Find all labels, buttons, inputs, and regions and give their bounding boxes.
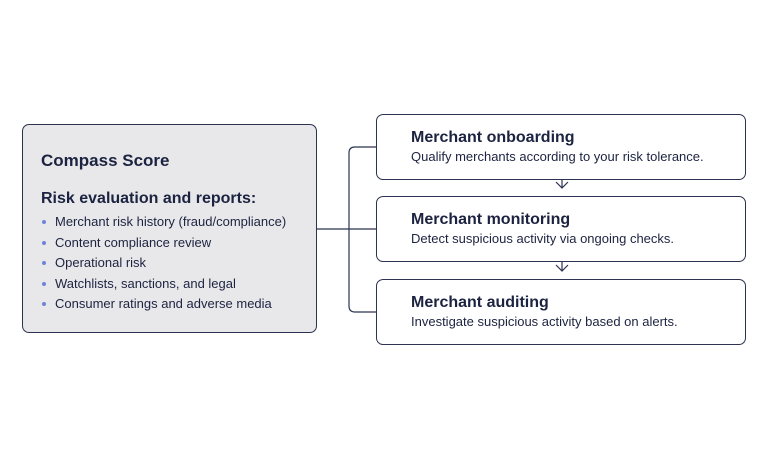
list-item-label: Operational risk	[55, 255, 147, 270]
list-item: Operational risk	[41, 253, 298, 274]
compass-score-panel: Compass Score Risk evaluation and report…	[22, 124, 317, 333]
step-title: Merchant onboarding	[411, 129, 575, 146]
bullet-icon	[42, 281, 46, 286]
step-description: Detect suspicious activity via ongoing c…	[411, 231, 675, 246]
list-item-label: Consumer ratings and adverse media	[55, 296, 272, 311]
risk-evaluation-heading: Risk evaluation and reports:	[41, 190, 257, 207]
list-item: Consumer ratings and adverse media	[41, 294, 298, 315]
bullet-icon	[42, 240, 46, 245]
step-description: Qualify merchants according to your risk…	[411, 149, 704, 164]
list-item: Merchant risk history (fraud/compliance)	[41, 212, 298, 233]
list-item-label: Watchlists, sanctions, and legal	[55, 275, 236, 291]
step-merchant-auditing: Merchant auditing Investigate suspicious…	[376, 279, 746, 345]
step-description: Investigate suspicious activity based on…	[411, 314, 678, 329]
compass-score-title: Compass Score	[41, 151, 170, 170]
step-title: Merchant auditing	[411, 294, 549, 311]
step-title: Merchant monitoring	[411, 211, 571, 228]
list-item-label: Content compliance review	[55, 234, 212, 250]
bullet-icon	[42, 220, 46, 224]
risk-evaluation-list: Merchant risk history (fraud/compliance)…	[41, 212, 298, 315]
bullet-icon	[42, 261, 46, 265]
list-item-label: Merchant risk history (fraud/compliance)	[55, 214, 287, 229]
list-item: Watchlists, sanctions, and legal	[41, 274, 298, 295]
step-merchant-onboarding: Merchant onboarding Qualify merchants ac…	[376, 114, 746, 180]
step-merchant-monitoring: Merchant monitoring Detect suspicious ac…	[376, 196, 746, 262]
list-item: Content compliance review	[41, 233, 298, 254]
bullet-icon	[42, 302, 46, 306]
